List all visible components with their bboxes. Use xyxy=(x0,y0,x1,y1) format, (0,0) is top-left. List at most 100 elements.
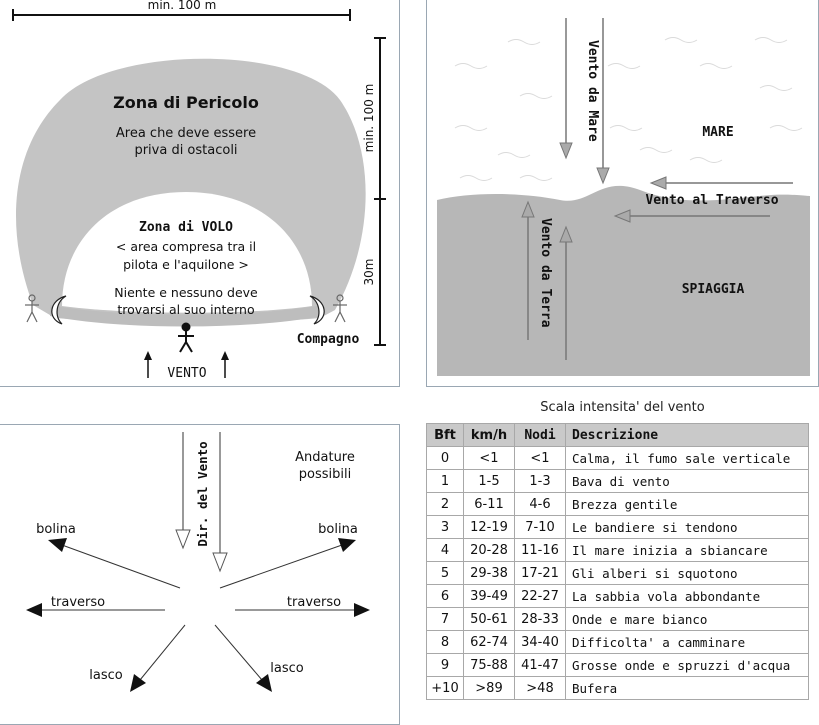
cell-kmh: 6-11 xyxy=(463,492,515,516)
fly-zone-title: Zona di VOLO xyxy=(139,220,233,235)
cross-wind-arrow-icon xyxy=(613,176,793,223)
lasco-left-label: lasco xyxy=(89,668,122,683)
land-wind-arrow-icon xyxy=(521,200,573,360)
bolina-left-arrow-icon xyxy=(48,538,181,589)
cell-kmh: 39-49 xyxy=(463,584,515,608)
lasco-right-label: lasco xyxy=(270,661,303,676)
sea-diagram: Vento da Mare MARE Vento al Traverso Ven… xyxy=(437,18,810,376)
cell-kmh: >89 xyxy=(463,676,515,700)
danger-zone-line2: priva di ostacoli xyxy=(134,143,237,158)
bolina-right-arrow-icon xyxy=(219,538,356,589)
sail-diagram: Dir. del Vento Andature possibili bolina… xyxy=(26,432,370,692)
bolina-right-label: bolina xyxy=(318,522,358,537)
wind-scale-section: Scala intensita' del vento Bft km/h Nodi… xyxy=(426,400,819,725)
cell-bft: +10 xyxy=(426,676,464,700)
header-kmh: km/h xyxy=(463,423,515,447)
companion-label: Compagno xyxy=(297,332,360,347)
cell-bft: 7 xyxy=(426,607,464,631)
sea-wind-arrow-icon xyxy=(559,18,610,185)
width-dimension-label: min. 100 m xyxy=(148,0,217,12)
sail-title-line2: possibili xyxy=(299,467,351,482)
sea-wind-label: Vento da Mare xyxy=(585,40,600,142)
wind-arrow-right-icon xyxy=(221,351,229,378)
cell-descrizione: Il mare inizia a sbiancare xyxy=(565,538,809,562)
cell-descrizione: Bava di vento xyxy=(565,469,809,493)
zone-diagram: min. 100 m Zona di Pericolo Area che dev… xyxy=(12,0,386,381)
companion-right-icon xyxy=(333,294,347,323)
traverso-left-label: traverso xyxy=(51,595,105,610)
cell-bft: 5 xyxy=(426,561,464,585)
cell-nodi: 17-21 xyxy=(514,561,566,585)
sail-panel xyxy=(0,424,400,725)
danger-zone-line1: Area che deve essere xyxy=(116,126,256,141)
cell-descrizione: Gli alberi si squotono xyxy=(565,561,809,585)
height-dimension-label: min. 100 m xyxy=(362,84,376,153)
header-nodi: Nodi xyxy=(514,423,566,447)
table-header-row: Bft km/h Nodi Descrizione xyxy=(426,423,809,447)
cell-descrizione: Difficolta' a camminare xyxy=(565,630,809,654)
cell-bft: 8 xyxy=(426,630,464,654)
cell-nodi: 11-16 xyxy=(514,538,566,562)
cell-kmh: 1-5 xyxy=(463,469,515,493)
companion-left-icon xyxy=(25,294,39,323)
wind-arrow-left-icon xyxy=(144,351,152,378)
cell-kmh: 75-88 xyxy=(463,653,515,677)
cross-wind-label: Vento al Traverso xyxy=(645,193,778,208)
cell-bft: 9 xyxy=(426,653,464,677)
cell-nodi: <1 xyxy=(514,446,566,470)
sail-title-line1: Andature xyxy=(295,450,355,465)
pilot-icon xyxy=(178,322,194,353)
cell-descrizione: Brezza gentile xyxy=(565,492,809,516)
distance-dimension-label: 30m xyxy=(362,259,376,286)
cell-bft: 0 xyxy=(426,446,464,470)
cell-bft: 1 xyxy=(426,469,464,493)
lasco-right-arrow-icon xyxy=(214,624,272,692)
beach-label: SPIAGGIA xyxy=(682,282,745,297)
lasco-left-arrow-icon xyxy=(130,624,186,692)
cell-nodi: >48 xyxy=(514,676,566,700)
cell-bft: 3 xyxy=(426,515,464,539)
land-wind-label: Vento da Terra xyxy=(538,218,553,328)
danger-zone-title: Zona di Pericolo xyxy=(113,93,259,112)
cell-nodi: 41-47 xyxy=(514,653,566,677)
cell-nodi: 34-40 xyxy=(514,630,566,654)
cell-bft: 2 xyxy=(426,492,464,516)
kite-right-icon xyxy=(309,295,325,325)
beach-area xyxy=(437,185,810,376)
fly-zone-line1: < area compresa tra il xyxy=(116,239,256,254)
wind-direction-arrow-icon xyxy=(175,432,228,573)
kite-left-icon xyxy=(51,295,67,325)
traverso-left-arrow-icon xyxy=(26,603,165,617)
wind-label: VENTO xyxy=(167,366,206,381)
cell-descrizione: Le bandiere si tendono xyxy=(565,515,809,539)
cell-kmh: 12-19 xyxy=(463,515,515,539)
cell-nodi: 1-3 xyxy=(514,469,566,493)
wind-scale-title: Scala intensita' del vento xyxy=(540,400,705,415)
fly-zone-line4: trovarsi al suo interno xyxy=(117,302,254,317)
bolina-left-label: bolina xyxy=(36,522,76,537)
cell-descrizione: La sabbia vola abbondante xyxy=(565,584,809,608)
sea-waves xyxy=(454,37,803,181)
cell-descrizione: Calma, il fumo sale verticale xyxy=(565,446,809,470)
ground-band xyxy=(50,305,322,327)
cell-kmh: <1 xyxy=(463,446,515,470)
sea-label: MARE xyxy=(702,125,733,140)
fly-zone-line3: Niente e nessuno deve xyxy=(114,285,258,300)
cell-descrizione: Grosse onde e spruzzi d'acqua xyxy=(565,653,809,677)
cell-bft: 6 xyxy=(426,584,464,608)
header-bft: Bft xyxy=(426,423,464,447)
cell-nodi: 4-6 xyxy=(514,492,566,516)
fly-zone-line2: pilota e l'aquilone > xyxy=(123,257,249,272)
cell-kmh: 29-38 xyxy=(463,561,515,585)
